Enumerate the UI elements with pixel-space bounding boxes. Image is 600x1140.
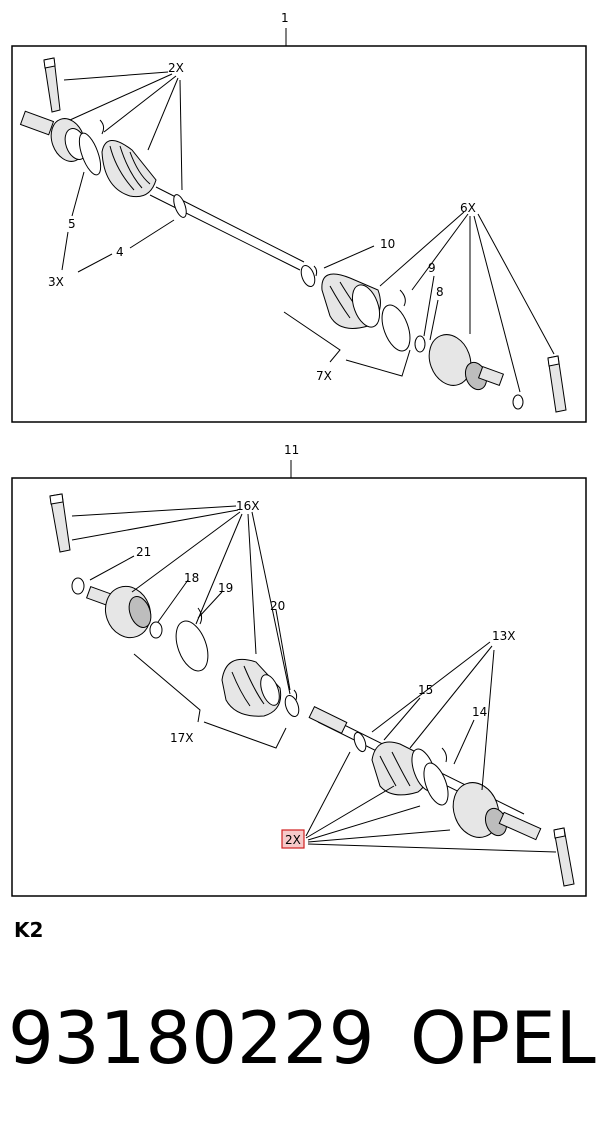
label-16x: 16X (236, 499, 260, 513)
circlip (149, 621, 163, 639)
outer-joint-right (452, 782, 542, 841)
exploded-diagram: 1 (11, 11, 587, 897)
top-assembly: 1 (11, 11, 587, 423)
part-number: 93180229 (8, 996, 375, 1080)
circlip (414, 335, 426, 353)
circlip (512, 394, 524, 410)
label-3x: 3X (48, 275, 64, 289)
grease-tube-icon (553, 827, 575, 887)
boot-right (371, 741, 437, 796)
label-9: 9 (428, 261, 436, 275)
label-10: 10 (380, 237, 395, 251)
label-17x: 17X (170, 731, 194, 745)
label-2x-bottom[interactable]: 2X (285, 833, 301, 847)
label-8: 8 (436, 285, 444, 299)
label-13x: 13X (492, 629, 516, 643)
boot-left (101, 140, 157, 198)
clamp-ring-large (381, 289, 411, 352)
top-callout-1: 1 (281, 11, 289, 25)
circlip (71, 577, 85, 595)
brand-name: OPEL (410, 996, 596, 1080)
label-20: 20 (270, 599, 285, 613)
clamp-ring-large (423, 747, 449, 806)
grease-tube-icon (547, 355, 567, 413)
clamp-ring (353, 731, 367, 753)
boot-left (221, 658, 282, 717)
clamp-ring (78, 132, 102, 176)
group-code: K2 (14, 918, 44, 942)
top-frame (11, 45, 587, 423)
splined-stub (308, 706, 348, 734)
bottom-frame (11, 477, 587, 897)
clamp-ring (173, 194, 187, 218)
clamp-small (300, 264, 318, 288)
clamp-ring-large (175, 607, 209, 672)
boot-right (321, 273, 381, 329)
outer-joint-left (85, 585, 152, 639)
leader-lines-top (61, 71, 555, 393)
leader-lines-bottom (71, 505, 557, 853)
label-2x-top: 2X (168, 61, 184, 75)
highlight-2x[interactable] (281, 829, 305, 849)
label-14: 14 (472, 705, 487, 719)
clamp-small (284, 689, 300, 718)
label-18: 18 (184, 571, 199, 585)
label-19: 19 (218, 581, 233, 595)
label-15: 15 (418, 683, 433, 697)
bottom-callout-11: 11 (284, 443, 299, 457)
label-6x: 6X (460, 201, 476, 215)
inner-joint-right (428, 334, 505, 391)
label-7x: 7X (316, 369, 332, 383)
label-21: 21 (136, 545, 151, 559)
grease-tube-icon (49, 493, 71, 553)
label-5: 5 (68, 217, 76, 231)
label-4: 4 (116, 245, 124, 259)
grease-tube-icon (43, 57, 61, 113)
bottom-assembly: 11 (11, 443, 587, 897)
